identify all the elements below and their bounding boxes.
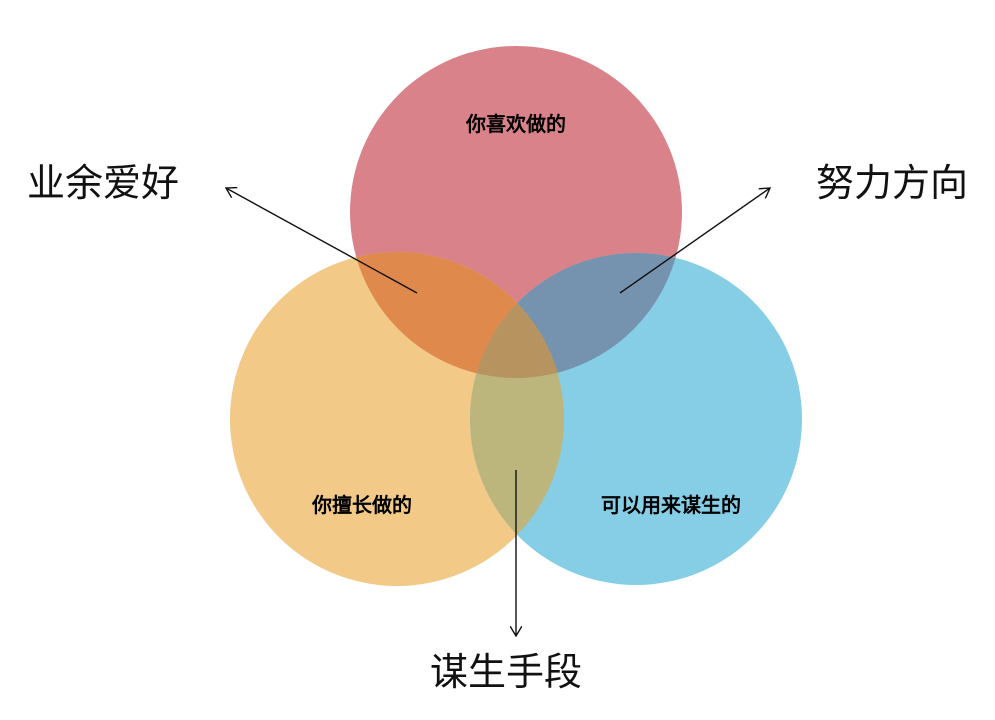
circle-label-can-make-living: 可以用来谋生的 [601, 493, 741, 517]
overlap-hobby [350, 252, 564, 378]
callout-label-hobby: 业余爱好 [27, 161, 179, 205]
arrow-hobby [226, 188, 418, 294]
callout-label-effort-direction: 努力方向 [816, 161, 968, 205]
arrow-effort-direction [619, 188, 770, 294]
overlap-effort-direction [470, 253, 682, 378]
circle-label-you-are-good-at: 你擅长做的 [311, 493, 412, 517]
callout-label-livelihood: 谋生手段 [430, 650, 582, 694]
circle-label-you-like: 你喜欢做的 [465, 112, 566, 136]
